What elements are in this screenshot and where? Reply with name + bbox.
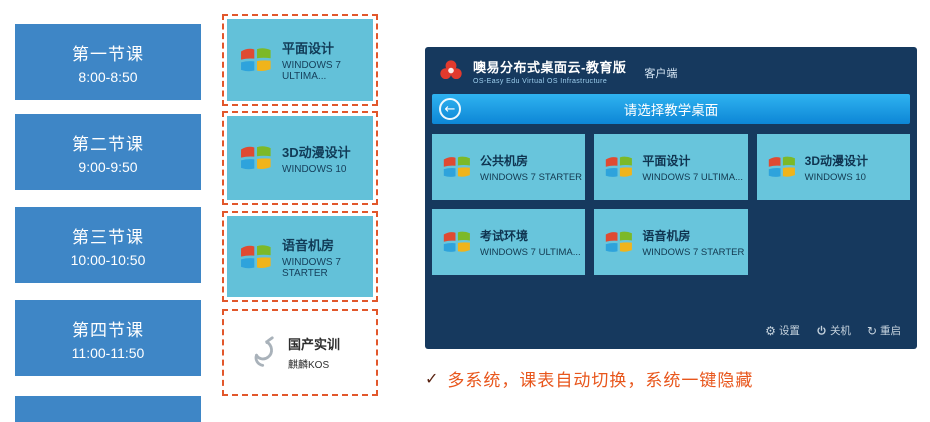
desktop-card-os: 麒麟KOS bbox=[288, 360, 330, 371]
tile-name: 平面设计 bbox=[642, 153, 691, 168]
schedule-title: 第四节课 bbox=[72, 320, 144, 340]
tile-public-lab[interactable]: 公共机房 WINDOWS 7 STARTER bbox=[432, 134, 586, 200]
brand-title: 噢易分布式桌面云-教育版 bbox=[473, 60, 627, 75]
desktop-card-os: WINDOWS 7 STARTER bbox=[282, 256, 341, 279]
desktop-card-os: WINDOWS 7 ULTIMA... bbox=[282, 60, 341, 82]
tile-os: WINDOWS 7 STARTER bbox=[642, 246, 745, 258]
settings-label: 设置 bbox=[778, 325, 800, 337]
schedule-time: 11:00-11:50 bbox=[71, 344, 145, 361]
tile-name: 考试环境 bbox=[480, 228, 529, 243]
schedule-time: 8:00-8:50 bbox=[78, 68, 138, 85]
schedule-item-2[interactable]: 第二节课 9:00-9:50 bbox=[15, 114, 201, 190]
windows-logo-icon bbox=[241, 146, 271, 170]
windows-logo-icon bbox=[443, 231, 470, 252]
client-tag-label: 客户端 bbox=[644, 68, 678, 80]
schedule-item-1[interactable]: 第一节课 8:00-8:50 bbox=[15, 24, 201, 100]
power-icon bbox=[817, 325, 826, 335]
tile-os: WINDOWS 7 ULTIMA... bbox=[642, 171, 743, 183]
tile-name: 3D动漫设计 bbox=[804, 153, 868, 168]
tile-voice-lab[interactable]: 语音机房 WINDOWS 7 STARTER bbox=[594, 209, 748, 275]
schedule-title: 第三节课 bbox=[72, 227, 144, 247]
client-window-header: 噢易分布式桌面云-教育版 OS-Easy Edu Virtual OS Infr… bbox=[425, 47, 917, 91]
schedule-title: 第一节课 bbox=[72, 44, 144, 64]
caption-text: 多系统，课表自动切换，系统一键隐藏 bbox=[447, 371, 754, 390]
shutdown-label: 关机 bbox=[829, 325, 851, 337]
schedule-item-partial bbox=[15, 396, 201, 422]
restart-label: 重启 bbox=[880, 325, 901, 337]
tile-os: WINDOWS 10 bbox=[804, 171, 866, 183]
tile-graphic-design[interactable]: 平面设计 WINDOWS 7 ULTIMA... bbox=[594, 134, 748, 200]
desktop-card-graphic-design[interactable]: 平面设计 WINDOWS 7 ULTIMA... bbox=[222, 14, 378, 106]
restart-icon: ↻ bbox=[866, 323, 877, 338]
windows-logo-icon bbox=[768, 156, 795, 177]
windows-logo-icon bbox=[443, 156, 470, 177]
desktop-card-name: 平面设计 bbox=[282, 41, 335, 56]
shutdown-button[interactable]: 关机 bbox=[816, 323, 851, 338]
tile-name: 语音机房 bbox=[642, 228, 691, 243]
tile-name: 公共机房 bbox=[480, 153, 529, 168]
check-icon: ✓ bbox=[425, 369, 439, 388]
restart-button[interactable]: ↻ 重启 bbox=[867, 323, 901, 338]
desktop-card-voice-lab[interactable]: 语音机房 WINDOWS 7 STARTER bbox=[222, 211, 378, 302]
feature-caption: ✓ 多系统，课表自动切换，系统一键隐藏 bbox=[425, 366, 753, 391]
oseasy-logo-icon bbox=[440, 60, 462, 80]
tile-exam-env[interactable]: 考试环境 WINDOWS 7 ULTIMA... bbox=[432, 209, 586, 275]
schedule-item-3[interactable]: 第三节课 10:00-10:50 bbox=[15, 207, 201, 283]
client-window: 噢易分布式桌面云-教育版 OS-Easy Edu Virtual OS Infr… bbox=[425, 47, 917, 349]
back-button[interactable]: ← bbox=[439, 98, 461, 120]
desktop-card-name: 语音机房 bbox=[282, 237, 335, 253]
windows-logo-icon bbox=[241, 48, 271, 72]
back-arrow-icon: ← bbox=[444, 101, 456, 117]
windows-logo-icon bbox=[606, 231, 633, 252]
settings-button[interactable]: ⚙ 设置 bbox=[765, 323, 800, 338]
desktop-select-banner: ← 请选择教学桌面 bbox=[432, 94, 910, 124]
schedule-time: 9:00-9:50 bbox=[78, 158, 138, 175]
desktop-card-os: WINDOWS 10 bbox=[282, 163, 347, 175]
desktop-tile-grid: 公共机房 WINDOWS 7 STARTER 平面设计 WINDOWS 7 UL… bbox=[432, 134, 910, 275]
banner-title: 请选择教学桌面 bbox=[623, 103, 719, 118]
schedule-title: 第二节课 bbox=[72, 134, 144, 154]
desktop-card-name: 国产实训 bbox=[288, 337, 341, 352]
brand-title-block: 噢易分布式桌面云-教育版 OS-Easy Edu Virtual OS Infr… bbox=[473, 57, 626, 85]
schedule-time: 10:00-10:50 bbox=[70, 251, 146, 268]
tile-3d-animation[interactable]: 3D动漫设计 WINDOWS 10 bbox=[756, 134, 910, 200]
desktop-card-domestic-training[interactable]: 国产实训 麒麟KOS bbox=[222, 309, 378, 396]
tile-os: WINDOWS 7 ULTIMA... bbox=[480, 246, 581, 258]
tile-os: WINDOWS 7 STARTER bbox=[480, 171, 583, 183]
desktop-card-name: 3D动漫设计 bbox=[282, 144, 351, 160]
schedule-item-4[interactable]: 第四节课 11:00-11:50 bbox=[15, 300, 201, 376]
client-footer-controls: ⚙ 设置 关机 ↻ 重启 bbox=[765, 323, 901, 338]
kylin-logo-icon bbox=[254, 335, 274, 367]
windows-logo-icon bbox=[606, 156, 633, 177]
gear-icon: ⚙ bbox=[765, 323, 776, 338]
windows-logo-icon bbox=[241, 244, 271, 268]
brand-subtitle: OS-Easy Edu Virtual OS Infrastructure bbox=[473, 78, 608, 85]
desktop-card-3d-animation[interactable]: 3D动漫设计 WINDOWS 10 bbox=[222, 111, 378, 205]
